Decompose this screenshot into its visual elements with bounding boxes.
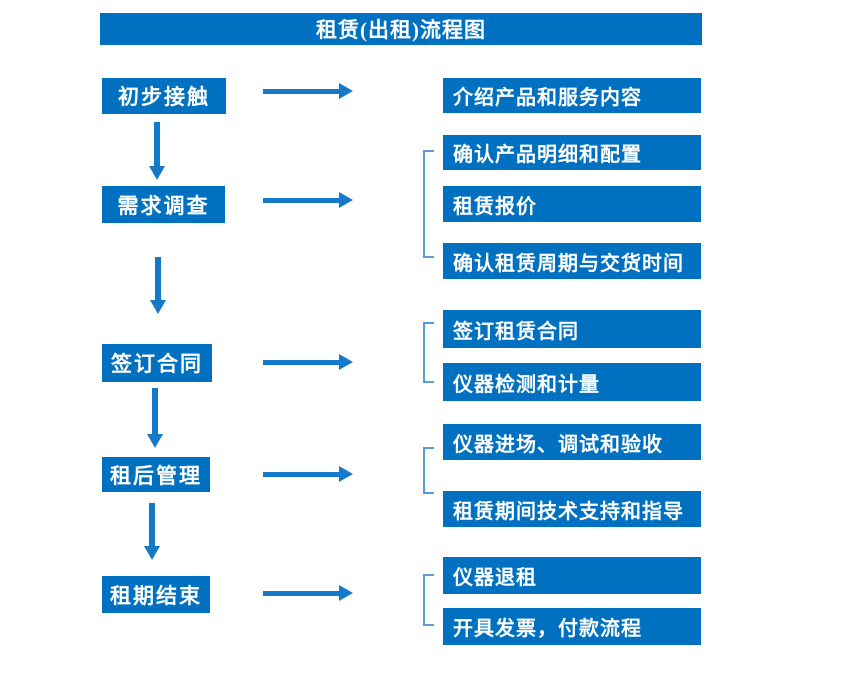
arrow-head — [339, 466, 353, 482]
arrow-stem — [263, 88, 339, 94]
detail-box-confirm-period-delivery: 确认租赁周期与交货时间 — [443, 243, 701, 279]
down-arrow-icon — [144, 503, 160, 560]
arrow-stem — [152, 388, 158, 434]
right-arrow-icon — [263, 354, 353, 370]
detail-label: 确认租赁周期与交货时间 — [453, 252, 684, 275]
detail-box-invoice-payment: 开具发票，付款流程 — [443, 608, 701, 645]
detail-label: 开具发票，付款流程 — [453, 618, 642, 640]
detail-label: 租赁报价 — [453, 195, 537, 218]
arrow-head — [339, 83, 353, 99]
stage-label: 初步接触 — [118, 85, 210, 109]
arrow-head — [339, 585, 353, 601]
stage-box-demand-survey: 需求调查 — [102, 186, 225, 223]
right-arrow-icon — [263, 585, 353, 601]
detail-box-confirm-product-config: 确认产品明细和配置 — [443, 135, 701, 170]
detail-label: 仪器进场、调试和验收 — [453, 433, 663, 456]
detail-label: 租赁期间技术支持和指导 — [453, 500, 684, 523]
arrow-stem — [263, 359, 339, 365]
group-bracket-icon — [423, 447, 434, 494]
stage-box-post-rental-management: 租后管理 — [102, 457, 210, 492]
stage-label: 需求调查 — [117, 193, 210, 218]
detail-box-instrument-return: 仪器退租 — [443, 557, 701, 594]
diagram-title: 租赁(出租)流程图 — [316, 18, 486, 42]
right-arrow-icon — [263, 83, 353, 99]
detail-label: 仪器检测和计量 — [453, 373, 600, 396]
detail-label: 介绍产品和服务内容 — [453, 87, 642, 109]
group-bracket-icon — [423, 322, 434, 383]
stage-label: 租期结束 — [110, 583, 202, 608]
detail-box-instrument-testing-metering: 仪器检测和计量 — [443, 363, 701, 401]
down-arrow-icon — [149, 122, 165, 180]
arrow-stem — [149, 503, 155, 546]
detail-box-sign-rental-contract: 签订租赁合同 — [443, 310, 701, 348]
arrow-head — [339, 354, 353, 370]
detail-label: 签订租赁合同 — [453, 320, 579, 343]
down-arrow-icon — [147, 388, 163, 448]
stage-label: 签订合同 — [111, 352, 203, 376]
right-arrow-icon — [263, 466, 353, 482]
detail-box-introduce-products-services: 介绍产品和服务内容 — [443, 78, 701, 113]
detail-label: 确认产品明细和配置 — [453, 144, 642, 166]
arrow-stem — [155, 257, 161, 300]
arrow-stem — [263, 590, 339, 596]
right-arrow-icon — [263, 192, 353, 208]
arrow-head — [144, 546, 160, 560]
stage-box-initial-contact: 初步接触 — [102, 78, 226, 114]
arrow-stem — [263, 471, 339, 477]
detail-box-rental-quote: 租赁报价 — [443, 186, 701, 222]
stage-label: 租后管理 — [110, 463, 202, 488]
arrow-head — [147, 434, 163, 448]
group-bracket-icon — [423, 150, 434, 258]
stage-box-rental-end: 租期结束 — [102, 576, 210, 613]
down-arrow-icon — [150, 257, 166, 314]
diagram-title-bar: 租赁(出租)流程图 — [100, 13, 702, 45]
arrow-head — [149, 166, 165, 180]
stage-box-sign-contract: 签订合同 — [102, 344, 212, 382]
group-bracket-icon — [423, 574, 434, 626]
arrow-head — [150, 300, 166, 314]
detail-box-tech-support-guidance: 租赁期间技术支持和指导 — [443, 491, 701, 527]
detail-box-instrument-setup-acceptance: 仪器进场、调试和验收 — [443, 424, 701, 460]
detail-label: 仪器退租 — [453, 567, 537, 589]
arrow-stem — [263, 197, 339, 203]
arrow-head — [339, 192, 353, 208]
arrow-stem — [154, 122, 160, 166]
